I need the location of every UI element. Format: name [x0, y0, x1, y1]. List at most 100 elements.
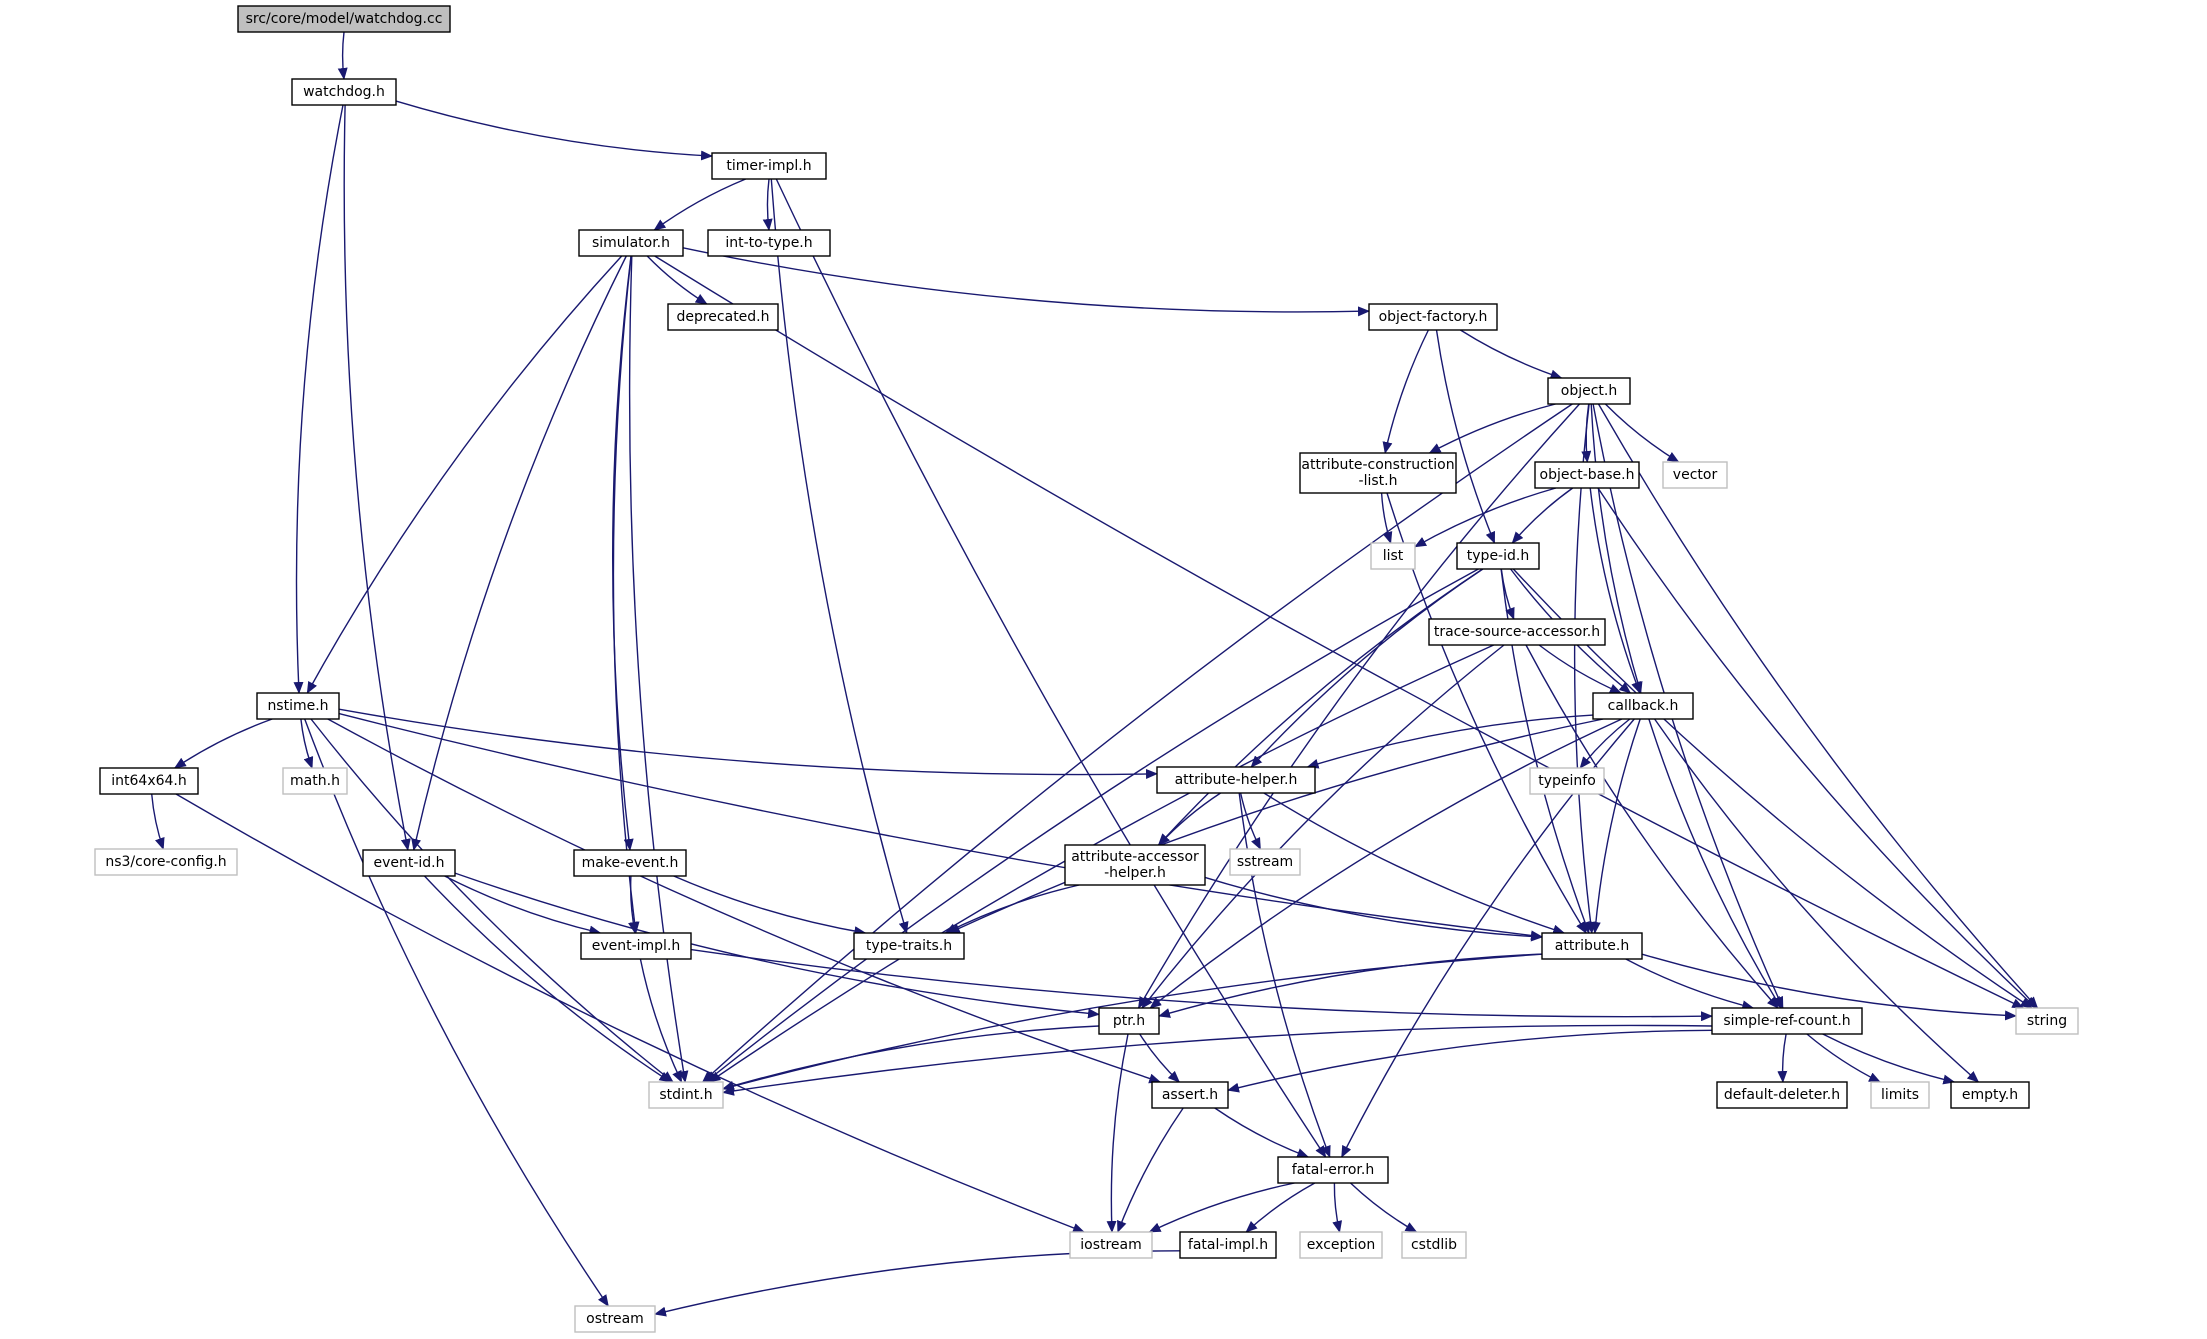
node-attrconstr[interactable]: attribute-construction-list.h — [1299, 452, 1457, 494]
edge-callback-to-typeinfo — [1579, 718, 1631, 769]
node-box — [1368, 303, 1498, 331]
edge-attribute-to-ptr — [1158, 953, 1543, 1018]
edge-callback-to-empty — [1654, 718, 1980, 1083]
node-box — [1401, 1231, 1467, 1259]
node-label: src/core/model/watchdog.cc — [246, 11, 443, 27]
node-label: list — [1383, 548, 1404, 564]
edge-attribute-to-string — [1641, 953, 2017, 1021]
node-stdint: stdint.h — [648, 1081, 724, 1109]
node-box — [237, 5, 451, 33]
edge-simulator-to-makeevent — [612, 255, 634, 851]
node-label: trace-source-accessor.h — [1434, 624, 1600, 640]
edge-simulator-to-objectfactory — [682, 247, 1370, 317]
node-eventimpl[interactable]: event-impl.h — [580, 932, 692, 960]
node-int64x64[interactable]: int64x64.h — [99, 767, 199, 795]
node-label: int-to-type.h — [725, 235, 812, 251]
edge-nstime-to-math — [300, 718, 314, 769]
edge-simplerefcount-to-limits — [1806, 1033, 1881, 1083]
node-fatalimpl[interactable]: fatal-impl.h — [1179, 1231, 1277, 1259]
node-typetraits[interactable]: type-traits.h — [853, 932, 965, 960]
node-tracesrc[interactable]: trace-source-accessor.h — [1428, 618, 1606, 646]
node-box — [580, 932, 692, 960]
node-label: type-id.h — [1467, 548, 1529, 564]
node-label: fatal-impl.h — [1188, 1237, 1268, 1253]
edge-callback-to-typetraits — [947, 718, 1604, 934]
node-label: attribute.h — [1555, 938, 1629, 954]
node-object[interactable]: object.h — [1547, 377, 1631, 405]
edge-object-to-attrconstr — [1428, 403, 1556, 454]
node-eventid[interactable]: event-id.h — [362, 849, 456, 877]
node-box — [99, 767, 199, 795]
node-box — [667, 303, 779, 331]
node-label: fatal-error.h — [1292, 1162, 1374, 1178]
node-attrhelper[interactable]: attribute-helper.h — [1156, 766, 1316, 794]
node-objectfactory[interactable]: object-factory.h — [1368, 303, 1498, 331]
node-makeevent[interactable]: make-event.h — [573, 849, 687, 877]
node-label: attribute-helper.h — [1175, 772, 1298, 788]
node-simulator[interactable]: simulator.h — [578, 229, 684, 257]
node-box — [1534, 461, 1640, 489]
edge-timerimpl-to-fatalerror — [775, 178, 1327, 1158]
edge-simulator-to-stdint — [628, 255, 689, 1083]
node-attribute[interactable]: attribute.h — [1541, 932, 1643, 960]
node-watchdog[interactable]: watchdog.h — [291, 78, 397, 106]
node-typeid[interactable]: type-id.h — [1456, 542, 1540, 570]
node-label: callback.h — [1608, 698, 1679, 714]
node-box — [1950, 1081, 2030, 1109]
node-fatalerror[interactable]: fatal-error.h — [1277, 1156, 1389, 1184]
edge-nstime-to-int64x64 — [173, 718, 273, 769]
node-box — [1529, 767, 1605, 795]
edge-int64x64-to-iostream — [175, 793, 1085, 1233]
node-list: list — [1370, 542, 1416, 570]
node-label: event-id.h — [373, 855, 444, 871]
edge-attrhelper-to-attraccessor — [1158, 792, 1221, 846]
node-box — [1098, 1007, 1160, 1035]
node-limits: limits — [1870, 1081, 1930, 1109]
node-label: object.h — [1561, 383, 1617, 399]
edge-objectfactory-to-attrconstr — [1382, 329, 1430, 454]
node-box — [1428, 618, 1606, 646]
node-empty[interactable]: empty.h — [1950, 1081, 2030, 1109]
node-timerimpl[interactable]: timer-impl.h — [711, 152, 827, 180]
node-label: sstream — [1237, 854, 1293, 870]
edge-watchdog-to-nstime — [293, 104, 344, 694]
edge-attraccessor-to-attribute — [1204, 876, 1543, 942]
node-label: attribute-construction-list.h — [1301, 457, 1454, 489]
edge-typeid-to-tracesrc — [1500, 568, 1515, 620]
node-box — [94, 848, 238, 876]
node-box — [1592, 692, 1694, 720]
node-assert[interactable]: assert.h — [1151, 1081, 1229, 1109]
node-simplerefcount[interactable]: simple-ref-count.h — [1711, 1007, 1863, 1035]
edge-objectbase-to-string — [1597, 487, 2037, 1009]
node-label: exception — [1307, 1237, 1375, 1253]
edge-root-to-watchdog — [337, 31, 348, 80]
node-string: string — [2015, 1007, 2079, 1035]
edge-makeevent-to-typetraits — [673, 875, 867, 937]
node-objectbase[interactable]: object-base.h — [1534, 461, 1640, 489]
node-box — [1069, 1231, 1153, 1259]
edge-attrhelper-to-sstream — [1239, 792, 1262, 850]
node-label: simple-ref-count.h — [1723, 1013, 1850, 1029]
node-root[interactable]: src/core/model/watchdog.cc — [237, 5, 451, 33]
edge-object-to-ptr — [1137, 403, 1581, 1009]
node-box — [1179, 1231, 1277, 1259]
node-box — [2015, 1007, 2079, 1035]
node-box — [578, 229, 684, 257]
node-defaultdeleter[interactable]: default-deleter.h — [1716, 1081, 1848, 1109]
node-box — [711, 152, 827, 180]
edge-fatalerror-to-iostream — [1148, 1182, 1295, 1233]
node-label: string — [2027, 1013, 2067, 1029]
node-callback[interactable]: callback.h — [1592, 692, 1694, 720]
node-label: event-impl.h — [592, 938, 681, 954]
node-box — [256, 692, 340, 720]
node-inttotype[interactable]: int-to-type.h — [707, 229, 831, 257]
edge-attrconstr-to-list — [1380, 492, 1393, 544]
node-nstime[interactable]: nstime.h — [256, 692, 340, 720]
node-box — [362, 849, 456, 877]
node-deprecated[interactable]: deprecated.h — [667, 303, 779, 331]
node-box — [573, 849, 687, 877]
node-attraccessor[interactable]: attribute-accessor-helper.h — [1064, 844, 1206, 886]
node-ptr[interactable]: ptr.h — [1098, 1007, 1160, 1035]
edge-ptr-to-stdint — [722, 1025, 1100, 1091]
